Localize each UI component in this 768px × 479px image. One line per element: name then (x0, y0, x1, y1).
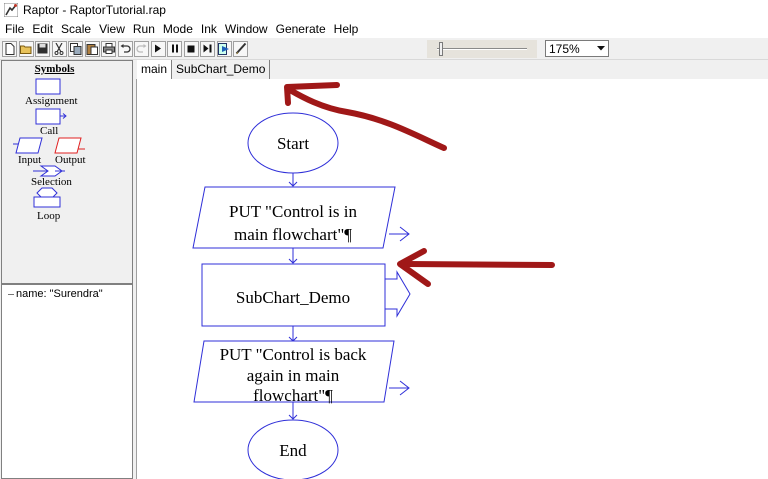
flowchart-svg: Start PUT "Control is in main flowchart"… (192, 82, 555, 479)
pen-icon (235, 42, 246, 54)
call-arrow-icon (385, 270, 411, 318)
variable-text: name: "Surendra" (16, 288, 103, 300)
window-title: Raptor - RaptorTutorial.rap (23, 3, 166, 17)
printer-icon (102, 43, 115, 54)
print-button[interactable] (101, 40, 116, 57)
call-label: Call (40, 125, 59, 137)
chart-tabs: main SubChart_Demo (137, 60, 271, 79)
step-icon (203, 44, 212, 53)
menu-ink[interactable]: Ink (200, 22, 217, 36)
input-label: Input (18, 154, 42, 166)
loop-symbol-icon[interactable] (32, 187, 64, 209)
menu-help[interactable]: Help (333, 22, 359, 36)
output-arrow-1 (389, 226, 410, 242)
scissors-icon (54, 42, 64, 55)
call-subchart-box[interactable] (201, 263, 386, 327)
run-to-completion-button[interactable] (216, 40, 232, 57)
new-file-button[interactable] (2, 40, 17, 57)
output1-line2: main flowchart"¶ (234, 225, 352, 244)
run-to-completion-icon (218, 42, 229, 55)
variable-item[interactable]: name: "Surendra" (8, 288, 103, 300)
annotation-arrow-to-tab (287, 87, 447, 151)
menu-scale[interactable]: Scale (61, 22, 92, 36)
play-icon (155, 44, 161, 53)
tab-main[interactable]: main (137, 60, 173, 79)
call-label: SubChart_Demo (236, 288, 350, 307)
start-terminal[interactable] (247, 112, 339, 174)
selection-symbol-icon[interactable] (32, 165, 66, 177)
raptor-app-icon (4, 3, 18, 17)
flow-connectors (288, 172, 298, 420)
menu-run[interactable]: Run (132, 22, 155, 36)
annotation-arrow-to-call (404, 261, 555, 268)
paste-button[interactable] (84, 40, 100, 57)
chevron-down-icon[interactable] (594, 41, 608, 56)
speed-slider[interactable] (427, 40, 537, 58)
annotation-arrowhead-call (397, 248, 431, 287)
menu-generate[interactable]: Generate (275, 22, 326, 36)
stop-icon (187, 45, 195, 52)
pause-button[interactable] (167, 40, 182, 57)
play-button[interactable] (150, 40, 166, 57)
zoom-value: 175% (549, 41, 580, 56)
tree-connector (8, 293, 14, 295)
redo-button[interactable] (134, 40, 149, 57)
speed-slider-track (437, 48, 527, 50)
copy-icon (69, 42, 81, 55)
end-terminal[interactable] (247, 419, 339, 479)
menu-file[interactable]: File (5, 22, 25, 36)
copy-button[interactable] (68, 40, 83, 57)
annotation-arrowhead-tab (284, 82, 340, 106)
symbols-panel: Symbols Assignment Call Input Output Sel… (1, 60, 133, 284)
stop-button[interactable] (183, 40, 199, 57)
toolbar: 175% (0, 38, 768, 60)
title-bar: Raptor - RaptorTutorial.rap (0, 0, 768, 20)
assignment-symbol-icon[interactable] (35, 78, 62, 96)
flowchart-canvas[interactable]: Start PUT "Control is in main flowchart"… (136, 79, 768, 479)
tab-subchart-demo[interactable]: SubChart_Demo (172, 60, 271, 79)
menu-window[interactable]: Window (224, 22, 268, 36)
output2-line3: flowchart"¶ (253, 386, 333, 405)
redo-icon (136, 43, 147, 53)
undo-icon (120, 43, 131, 53)
call-symbol-icon[interactable] (35, 108, 69, 126)
end-label: End (279, 441, 307, 460)
output2-line1: PUT "Control is back (220, 345, 367, 364)
output-arrow-2 (389, 380, 410, 396)
start-label: Start (277, 134, 309, 153)
assignment-label: Assignment (25, 95, 78, 107)
annotation-arrows (284, 82, 555, 287)
output-symbol-icon[interactable] (53, 137, 89, 155)
input-symbol-icon[interactable] (11, 137, 47, 155)
output1-line1: PUT "Control is in (229, 202, 358, 221)
symbols-title: Symbols (34, 63, 75, 75)
output-label: Output (55, 154, 86, 166)
clipboard-icon (86, 43, 98, 55)
variables-panel: name: "Surendra" (1, 284, 133, 479)
loop-label: Loop (37, 210, 61, 222)
menu-edit[interactable]: Edit (32, 22, 54, 36)
folder-open-icon (20, 45, 32, 54)
zoom-select[interactable]: 175% (545, 40, 609, 57)
selection-label: Selection (31, 176, 72, 188)
output-statement-2[interactable] (193, 340, 395, 403)
open-file-button[interactable] (18, 40, 34, 57)
menu-bar: File Edit Scale View Run Mode Ink Window… (0, 20, 768, 38)
step-button[interactable] (200, 40, 215, 57)
output-statement-1[interactable] (192, 186, 396, 249)
cut-button[interactable] (51, 40, 67, 57)
output2-line2: again in main (247, 366, 340, 385)
pen-button[interactable] (233, 40, 248, 57)
speed-slider-thumb[interactable] (439, 42, 443, 56)
menu-view[interactable]: View (99, 22, 125, 36)
undo-button[interactable] (117, 40, 133, 57)
save-file-button[interactable] (35, 40, 50, 57)
new-file-icon (5, 42, 14, 55)
floppy-disk-icon (37, 43, 48, 54)
menu-mode[interactable]: Mode (162, 22, 193, 36)
pause-icon (171, 44, 178, 53)
